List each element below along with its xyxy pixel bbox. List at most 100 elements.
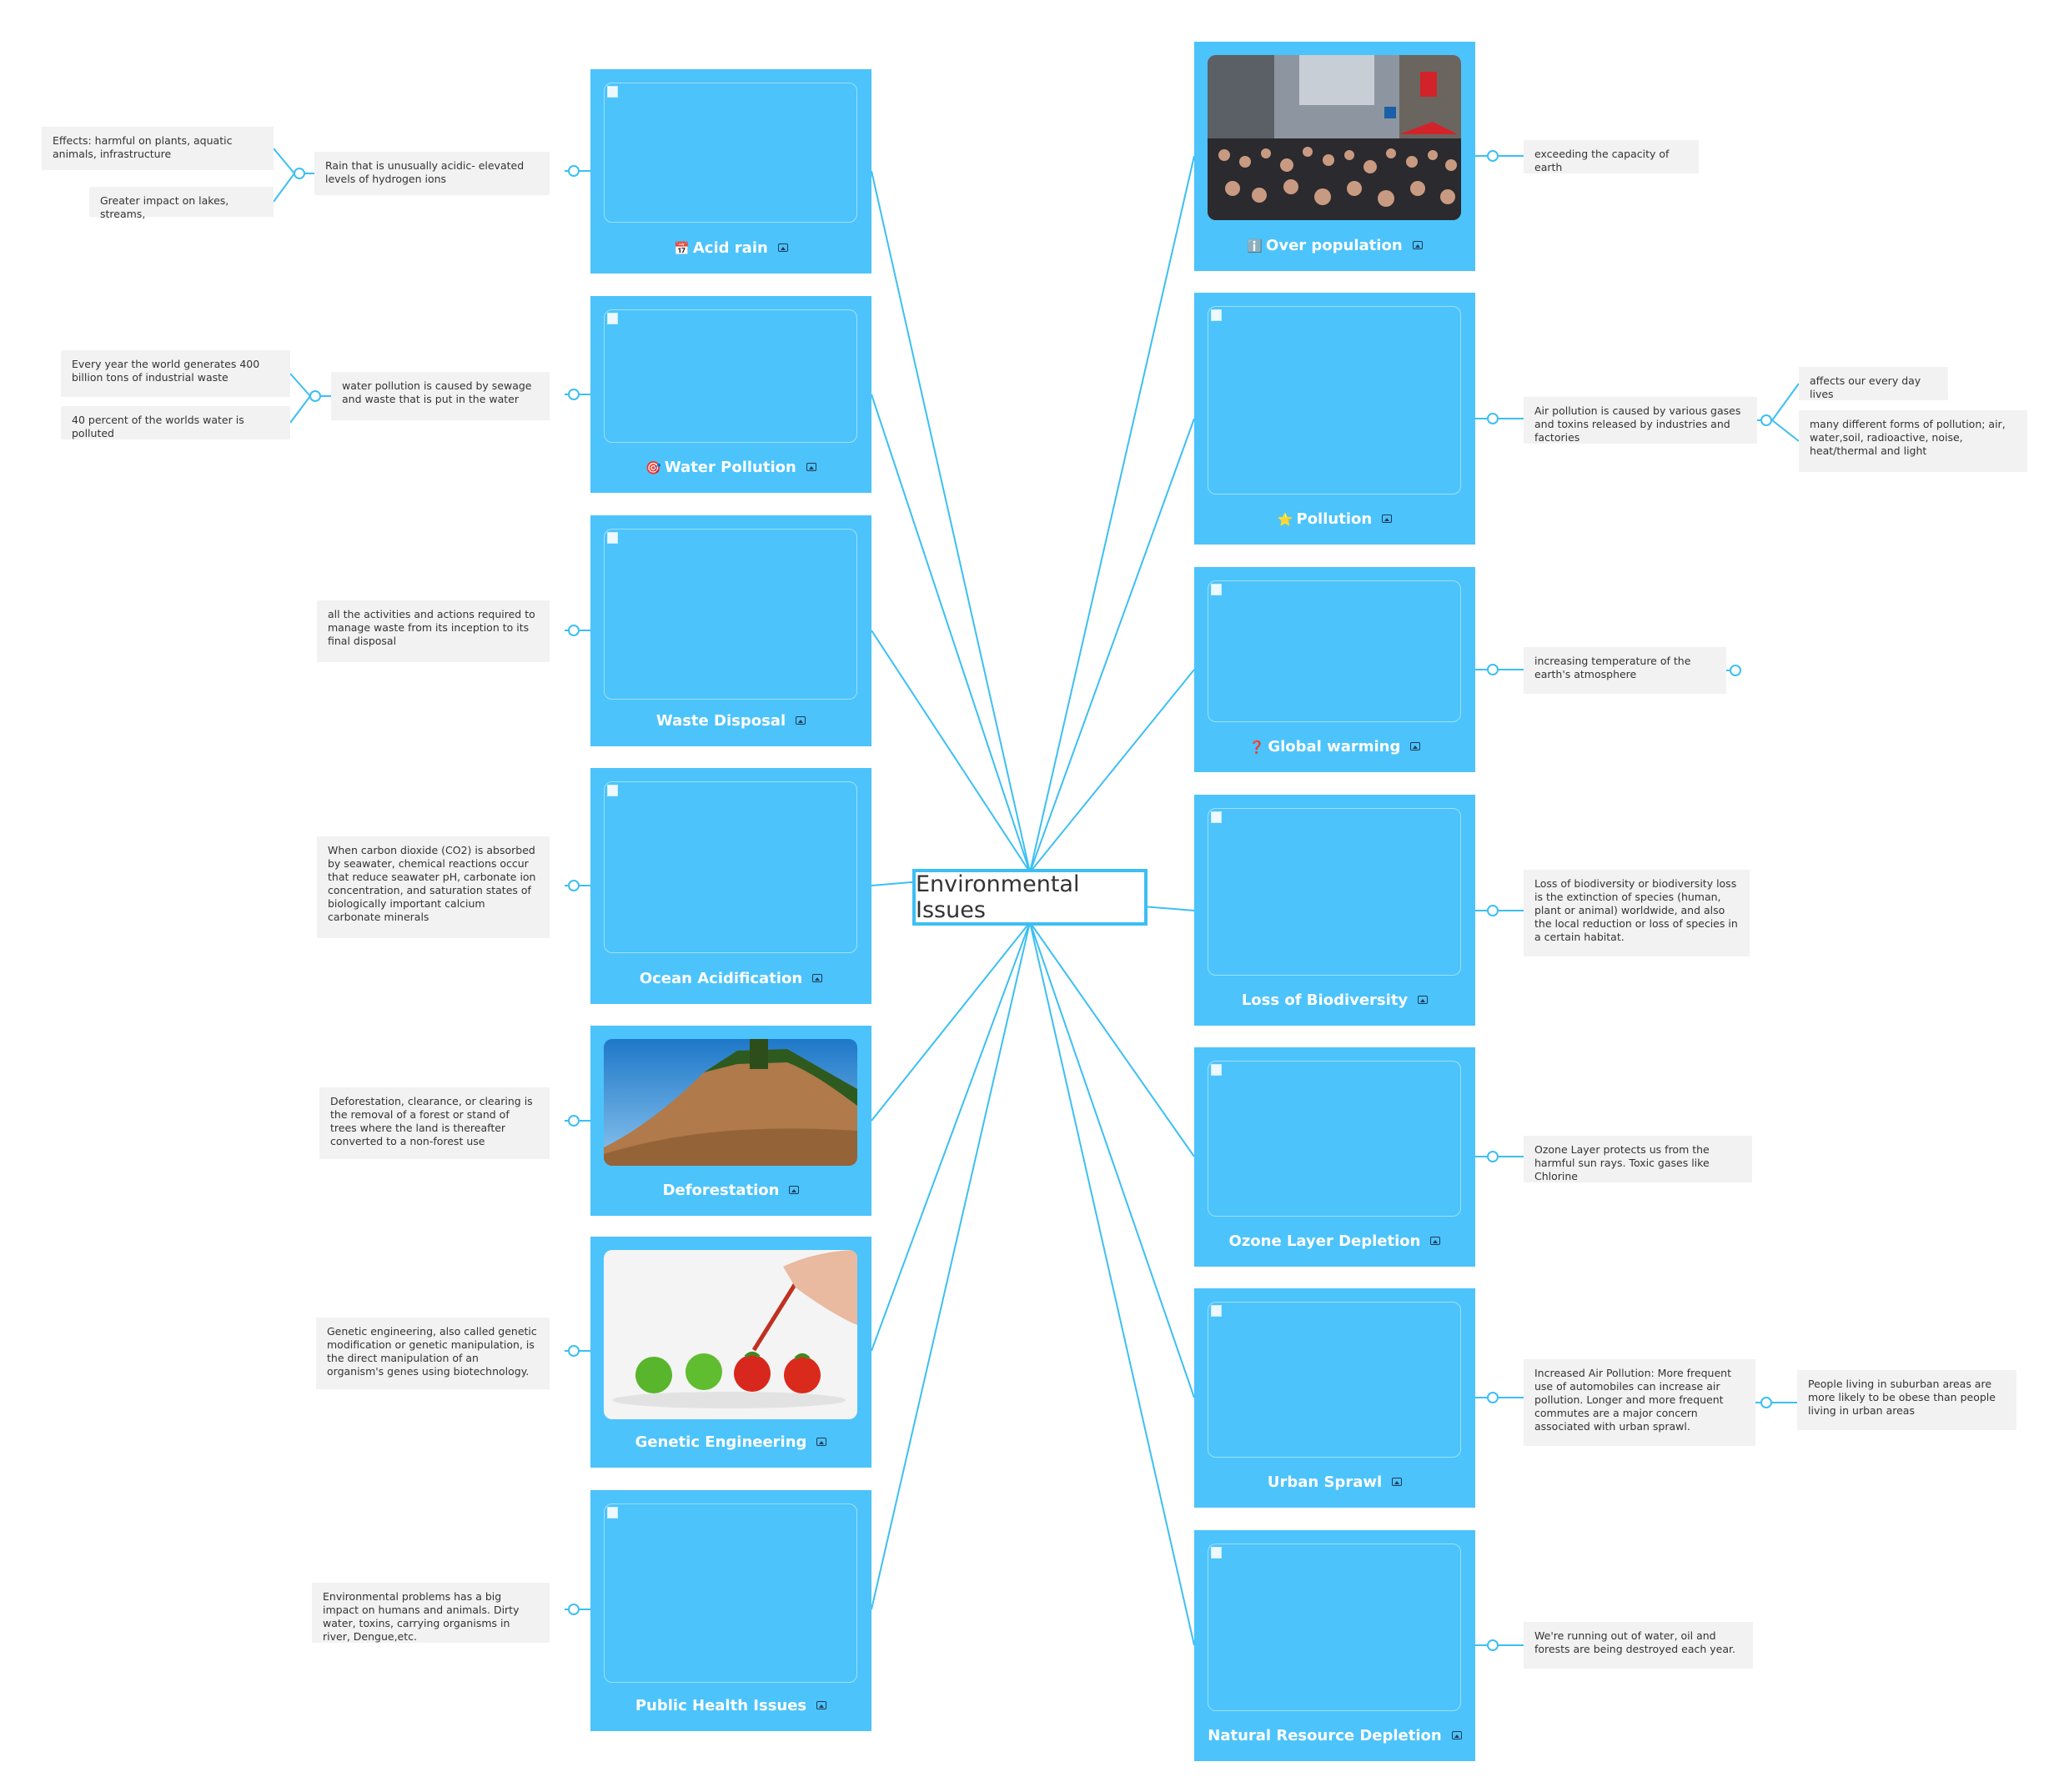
topic-genetic-engineering[interactable]: Genetic Engineering	[590, 1237, 871, 1468]
note-pollution[interactable]: Air pollution is caused by various gases…	[1524, 397, 1757, 444]
subnote-every-day-lives[interactable]: affects our every day lives	[1799, 367, 1948, 400]
note-over-population[interactable]: exceeding the capacity of earth	[1524, 140, 1699, 173]
collapse-knob[interactable]	[294, 168, 305, 179]
central-topic-label: Environmental Issues	[916, 871, 1080, 923]
collapse-knob[interactable]	[568, 1604, 580, 1615]
image-icon[interactable]	[1392, 1478, 1403, 1486]
image-icon[interactable]	[1430, 1237, 1441, 1245]
collapse-knob[interactable]	[1487, 1392, 1499, 1403]
topic-water-pollution[interactable]: 🎯Water Pollution	[590, 296, 871, 493]
note-genetic-engineering[interactable]: Genetic engineering, also called genetic…	[316, 1318, 550, 1389]
note-connector	[289, 373, 311, 397]
collapse-knob[interactable]	[1730, 665, 1741, 676]
topic-image	[1208, 580, 1461, 722]
note-public-health-issues[interactable]: Environmental problems has a big impact …	[312, 1583, 550, 1643]
topic-image	[604, 1503, 857, 1683]
note-loss-of-biodiversity[interactable]: Loss of biodiversity or biodiversity los…	[1524, 870, 1750, 956]
central-topic[interactable]: Environmental Issues	[912, 869, 1148, 926]
branch-line-left	[871, 921, 1031, 1352]
image-icon[interactable]	[1410, 742, 1421, 750]
topic-public-health-issues[interactable]: Public Health Issues	[590, 1490, 871, 1731]
image-icon[interactable]	[1382, 515, 1393, 523]
topic-label: Urban Sprawl	[1267, 1473, 1383, 1491]
note-ozone-layer-depletion[interactable]: Ozone Layer protects us from the harmful…	[1524, 1136, 1752, 1182]
topic-image	[1208, 306, 1461, 494]
collapse-knob[interactable]	[1487, 150, 1499, 162]
image-icon[interactable]	[777, 243, 788, 252]
image-icon[interactable]	[1451, 1731, 1462, 1739]
subnote-acid-rain-impact[interactable]: Greater impact on lakes, streams,	[89, 187, 274, 220]
image-icon[interactable]	[1418, 996, 1429, 1004]
collapse-knob[interactable]	[1487, 1639, 1499, 1651]
note-ocean-acidification[interactable]: When carbon dioxide (CO2) is absorbed by…	[317, 836, 550, 938]
calendar-icon: 📅	[674, 241, 690, 256]
branch-line-right	[1029, 669, 1195, 873]
branch-line-left	[871, 921, 1031, 1122]
note-connector	[1771, 419, 1800, 442]
topic-global-warming[interactable]: ❓Global warming	[1194, 567, 1475, 772]
topic-image	[604, 781, 857, 953]
image-icon[interactable]	[789, 1186, 800, 1194]
image-icon[interactable]	[816, 1438, 827, 1446]
subnote-industrial-waste[interactable]: Every year the world generates 400 billi…	[61, 350, 290, 397]
subnote-forms-of-pollution[interactable]: many different forms of pollution; air, …	[1799, 410, 2027, 472]
topic-pollution[interactable]: ⭐Pollution	[1194, 293, 1475, 545]
note-deforestation[interactable]: Deforestation, clearance, or clearing is…	[319, 1087, 550, 1159]
broken-image-icon	[607, 86, 618, 98]
collapse-knob[interactable]	[568, 625, 580, 636]
collapse-knob[interactable]	[568, 165, 580, 177]
note-waste-disposal[interactable]: all the activities and actions required …	[317, 600, 550, 662]
image-icon[interactable]	[1412, 241, 1423, 249]
branch-line-right	[1029, 921, 1195, 1157]
collapse-knob[interactable]	[568, 1115, 580, 1127]
note-global-warming[interactable]: increasing temperature of the earth's at…	[1524, 647, 1726, 694]
topic-acid-rain[interactable]: 📅Acid rain	[590, 69, 871, 274]
image-icon[interactable]	[816, 1701, 827, 1709]
star-icon: ⭐	[1277, 512, 1293, 527]
topic-label: Water Pollution	[664, 459, 796, 476]
topic-image	[604, 309, 857, 443]
image-icon[interactable]	[806, 463, 816, 471]
topic-image	[1208, 1061, 1461, 1217]
branch-line-right	[1029, 418, 1195, 873]
broken-image-icon	[1211, 584, 1222, 595]
genetic-engineering-photo	[604, 1250, 857, 1419]
note-connector	[289, 395, 311, 424]
topic-urban-sprawl[interactable]: Urban Sprawl	[1194, 1288, 1475, 1508]
subnote-suburban-obesity[interactable]: People living in suburban areas are more…	[1797, 1370, 2016, 1430]
topic-label: Over population	[1266, 237, 1403, 254]
note-natural-resource-depletion[interactable]: We're running out of water, oil and fore…	[1524, 1622, 1753, 1669]
tomatoes-photo	[604, 1250, 857, 1419]
collapse-knob[interactable]	[1760, 1397, 1772, 1408]
note-acid-rain[interactable]: Rain that is unusually acidic- elevated …	[314, 152, 550, 195]
topic-over-population[interactable]: ℹ️Over population	[1194, 42, 1475, 271]
note-water-pollution[interactable]: water pollution is caused by sewage and …	[331, 372, 550, 420]
note-urban-sprawl[interactable]: Increased Air Pollution: More frequent u…	[1524, 1359, 1755, 1446]
image-icon[interactable]	[812, 974, 823, 982]
collapse-knob[interactable]	[1487, 413, 1499, 424]
subnote-water-polluted[interactable]: 40 percent of the worlds water is pollut…	[61, 406, 290, 439]
collapse-knob[interactable]	[1487, 664, 1499, 675]
topic-waste-disposal[interactable]: Waste Disposal	[590, 515, 871, 746]
topic-natural-resource-depletion[interactable]: Natural Resource Depletion	[1194, 1530, 1475, 1761]
collapse-knob[interactable]	[1760, 414, 1772, 426]
branch-line-right	[1029, 921, 1195, 1646]
collapse-knob[interactable]	[568, 389, 580, 400]
info-icon: ℹ️	[1247, 238, 1263, 253]
topic-deforestation[interactable]: Deforestation	[590, 1026, 871, 1216]
topic-loss-of-biodiversity[interactable]: Loss of Biodiversity	[1194, 795, 1475, 1026]
collapse-knob[interactable]	[568, 1345, 580, 1357]
topic-ocean-acidification[interactable]: Ocean Acidification	[590, 768, 871, 1004]
image-icon[interactable]	[796, 716, 806, 725]
subnote-acid-rain-effects[interactable]: Effects: harmful on plants, aquatic anim…	[42, 127, 274, 170]
topic-label: Waste Disposal	[655, 712, 786, 730]
collapse-knob[interactable]	[1487, 905, 1499, 916]
question-icon: ❓	[1248, 740, 1265, 755]
topic-label: Ocean Acidification	[639, 970, 803, 987]
topic-ozone-layer-depletion[interactable]: Ozone Layer Depletion	[1194, 1047, 1475, 1267]
collapse-knob[interactable]	[309, 390, 321, 402]
topic-label: Deforestation	[662, 1182, 780, 1199]
collapse-knob[interactable]	[1487, 1151, 1499, 1162]
collapse-knob[interactable]	[568, 880, 580, 891]
